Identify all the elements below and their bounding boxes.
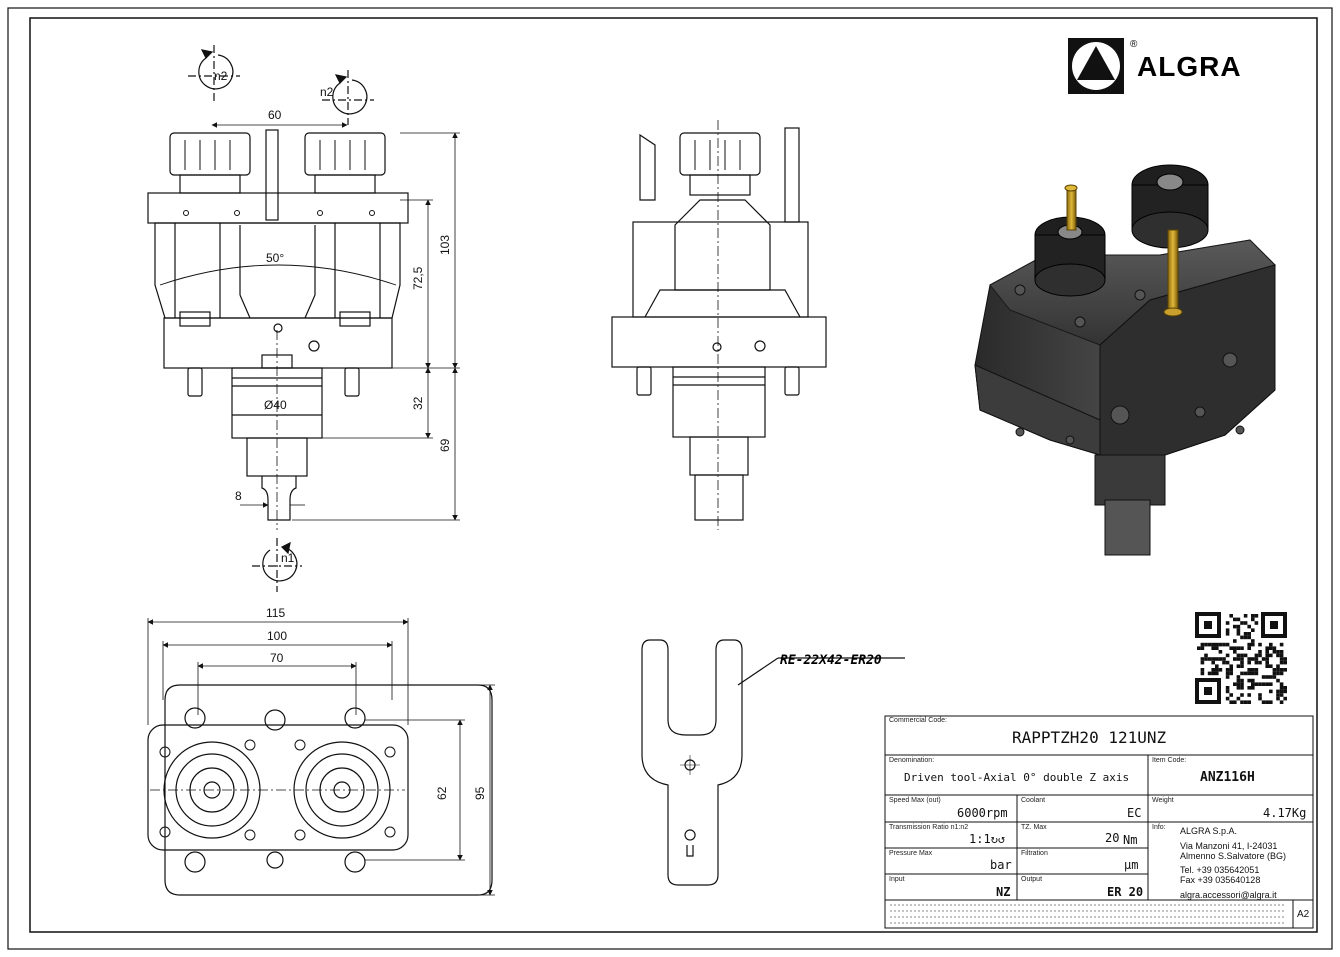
brand-logo: ® ALGRA [1068,38,1242,94]
dim-100: 100 [267,629,287,643]
weight-value: 4.17Kg [1263,806,1307,820]
phone: Tel. +39 035642051 [1180,865,1260,875]
pressure-unit: bar [990,858,1012,872]
dim-32: 32 [411,396,425,410]
dim-115: 115 [266,606,285,620]
address-line-1: Via Manzoni 41, I-24031 [1180,841,1278,851]
outer-border [7,7,1333,950]
weight-label: Weight [1152,797,1174,804]
input-label: Input [889,876,905,883]
top-dim-text: 115 100 70 62 95 [266,606,487,800]
torque-label: TZ. Max [1021,824,1047,831]
ratio-label: Transmission Ratio n1:n2 [889,824,969,831]
output-value: ER 20 [1107,885,1144,899]
fax: Fax +39 035640128 [1180,875,1261,885]
commercial-code: RAPPTZH20 121UNZ [1012,728,1167,747]
rotation-arrow-n2-left [188,45,240,102]
dim-8: 8 [235,489,242,503]
brand-name: ALGRA [1137,51,1242,82]
input-value: NZ [996,885,1011,899]
denomination-label: Denomination: [889,757,935,764]
wrench [641,639,905,886]
dim-62: 62 [435,786,449,800]
denomination: Driven tool-Axial 0° double Z axis [904,771,1130,784]
address-line-2: Almenno S.Salvatore (BG) [1180,851,1287,861]
wrench-code: RE-22X42-ER20 [780,653,882,668]
filtration-label: Filtration [1021,850,1048,857]
torque-value: 20 [1105,831,1120,845]
dim-60: 60 [268,108,282,122]
rotation-arrow-n2-right [322,70,374,125]
top-dimensions [147,618,495,896]
dim-72-5: 72,5 [411,266,425,290]
front-dimensions [211,122,460,521]
n2-left-label: n2 [214,69,228,83]
pressure-label: Pressure Max [889,850,933,857]
email: algra.accessori@algra.it [1180,890,1277,900]
ratio-value: 1:1↻↺ [969,832,1006,846]
side-view [611,120,827,530]
coolant-value: EC [1127,806,1142,820]
n2-right-label: n2 [320,85,334,99]
speed-label: Speed Max (out) [889,797,941,804]
item-code: ANZ116H [1200,770,1255,785]
dim-69: 69 [438,438,452,452]
info-label: Info: [1152,824,1166,831]
inner-border [29,17,1318,933]
rotation-arrow-n1 [252,538,302,592]
sheet-size: A2 [1297,909,1310,920]
item-code-label: Item Code: [1152,757,1187,764]
product-render [974,164,1276,556]
torque-unit: Nm [1123,833,1138,847]
front-view [147,45,409,592]
company-name: ALGRA S.p.A. [1180,826,1238,836]
registered-mark: ® [1130,39,1138,50]
dim-103: 103 [438,235,452,255]
dim-70: 70 [270,651,284,665]
front-dim-text: n2 n2 60 50° 103 72,5 32 69 Ø40 8 n1 [214,69,452,565]
dim-95: 95 [473,786,487,800]
commercial-code-label: Commercial Code: [889,717,947,724]
speed-value: 6000rpm [957,806,1008,820]
dim-angle: 50° [266,251,284,265]
n1-label: n1 [281,551,295,565]
title-block [884,715,1314,929]
coolant-label: Coolant [1021,797,1046,804]
dim-d40: Ø40 [264,398,287,412]
qr-code [1195,612,1287,704]
filtration-unit: μm [1124,858,1139,872]
output-label: Output [1021,876,1043,883]
